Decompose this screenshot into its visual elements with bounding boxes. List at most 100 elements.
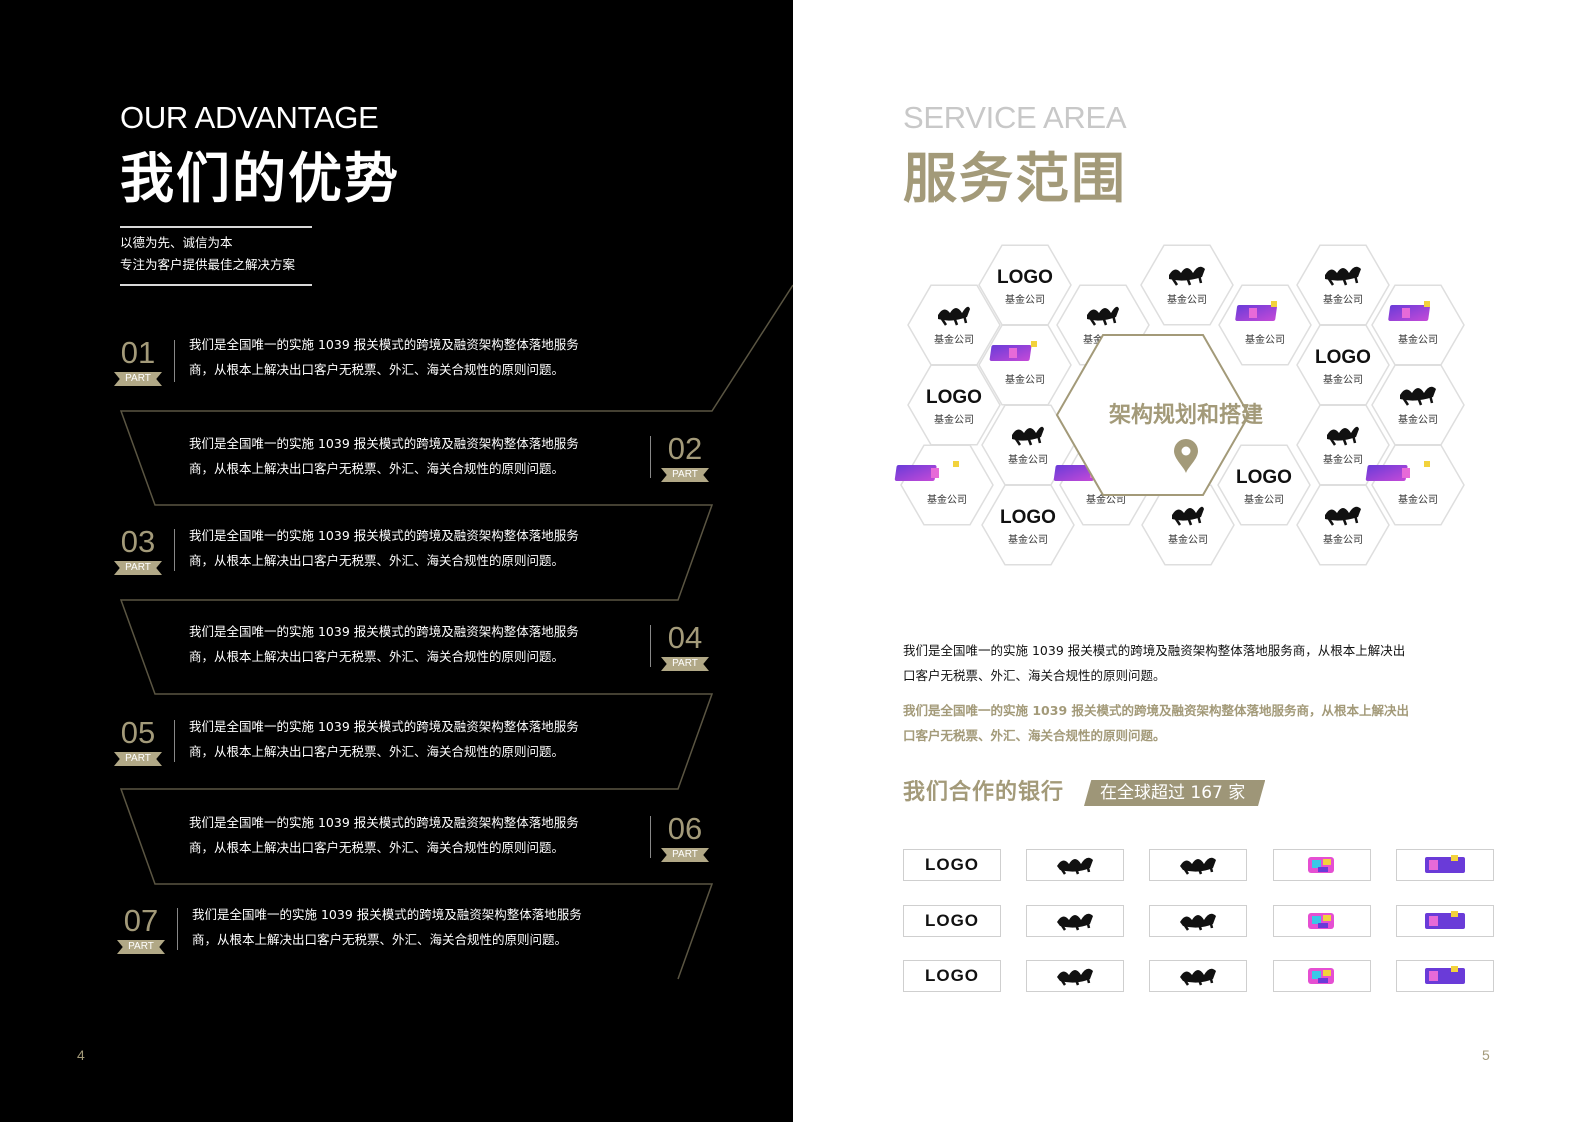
- hex-logo-text: LOGO: [1315, 347, 1371, 368]
- item-divider: [650, 436, 651, 478]
- hex-caption: 基金公司: [1008, 453, 1048, 466]
- bank-logo-tile: [1149, 960, 1247, 992]
- fund-company-hexagon: 基金公司: [1296, 484, 1390, 566]
- item-part-tag: PART: [661, 657, 709, 671]
- purple-brand-mark: [1388, 301, 1431, 321]
- hex-caption: 基金公司: [1398, 413, 1438, 426]
- page-title-cn: 我们的优势: [120, 147, 400, 210]
- hex-logo-text: LOGO: [1236, 467, 1292, 488]
- item-number: 01: [120, 335, 156, 370]
- item-text: 我们是全国唯一的实施 1039 报关模式的跨境及融资架构整体落地服务 商，从根本…: [189, 431, 659, 481]
- bank-logo-text: LOGO: [924, 911, 980, 930]
- bank-logo-tile: [1026, 960, 1124, 992]
- brush-brand-mark: [1053, 854, 1097, 876]
- page-title-en: SERVICE AREA: [903, 100, 1127, 135]
- item-text-line-1: 我们是全国唯一的实施 1039 报关模式的跨境及融资架构整体落地服务: [189, 528, 579, 543]
- brush-brand-mark: [1327, 426, 1359, 446]
- hex-caption: 基金公司: [1244, 493, 1284, 506]
- fund-company-hexagon: LOGO 基金公司: [907, 364, 1001, 446]
- purple-brand-mark: [1365, 461, 1430, 481]
- fund-company-hexagon: LOGO 基金公司: [1217, 444, 1311, 526]
- lead-line-1: 以德为先、诚信为本: [120, 235, 233, 250]
- item-text-line-1: 我们是全国唯一的实施 1039 报关模式的跨境及融资架构整体落地服务: [189, 436, 579, 451]
- center-label: 架构规划和搭建: [1109, 402, 1263, 428]
- bank-logo-tile: LOGO: [903, 849, 1001, 881]
- purple-brand-mark: [1235, 301, 1278, 321]
- brush-brand-mark: [1176, 965, 1220, 987]
- highlight-paragraph-line-1: 我们是全国唯一的实施 1039 报关模式的跨境及融资架构整体落地服务商，从根本上…: [903, 703, 1409, 718]
- hex-caption: 基金公司: [1398, 493, 1438, 506]
- item-text-line-1: 我们是全国唯一的实施 1039 报关模式的跨境及融资架构整体落地服务: [189, 624, 579, 639]
- intro-paragraph-line-2: 口客户无税票、外汇、海关合规性的原则问题。: [903, 668, 1166, 683]
- item-divider: [650, 816, 651, 858]
- highlight-paragraph-line-2: 口客户无税票、外汇、海关合规性的原则问题。: [903, 728, 1166, 743]
- brush-brand-mark: [1176, 854, 1220, 876]
- item-part-tag: PART: [661, 848, 709, 862]
- fund-company-hexagon: 基金公司: [1218, 284, 1312, 366]
- item-text-line-2: 商，从根本上解决出口客户无税票、外汇、海关合规性的原则问题。: [189, 744, 565, 759]
- hex-caption: 基金公司: [1005, 293, 1045, 306]
- item-divider: [174, 529, 175, 571]
- item-number: 07: [123, 903, 159, 938]
- brush-brand-mark: [1012, 426, 1044, 446]
- hex-caption: 基金公司: [934, 413, 974, 426]
- page-number: 4: [77, 1047, 85, 1063]
- purple-brand-mark: [1421, 854, 1469, 876]
- fund-company-hexagon: 基金公司: [1296, 244, 1390, 326]
- location-pin-icon: [1174, 439, 1198, 473]
- item-number: 05: [120, 715, 156, 750]
- item-text-line-2: 商，从根本上解决出口客户无税票、外汇、海关合规性的原则问题。: [189, 461, 565, 476]
- bank-logo-tile: [1273, 849, 1371, 881]
- lead-bottom-rule: [120, 284, 312, 286]
- fund-company-hexagon: 基金公司: [1365, 444, 1465, 526]
- bank-logo-text: LOGO: [924, 855, 980, 874]
- item-text-line-2: 商，从根本上解决出口客户无税票、外汇、海关合规性的原则问题。: [192, 932, 568, 947]
- item-part-tag: PART: [117, 940, 165, 954]
- hex-caption: 基金公司: [1086, 493, 1126, 506]
- hex-caption: 基金公司: [1323, 533, 1363, 546]
- fund-company-hexagon: 基金公司: [978, 324, 1072, 406]
- bank-logo-tile: [1396, 905, 1494, 937]
- item-number: 03: [120, 524, 156, 559]
- left-page: OUR ADVANTAGE 我们的优势 以德为先、诚信为本 专注为客户提供最佳之…: [0, 0, 793, 1122]
- hex-caption: 基金公司: [1323, 373, 1363, 386]
- brush-brand-mark: [1325, 506, 1361, 526]
- brush-brand-mark: [1400, 386, 1436, 406]
- bank-logo-tile: LOGO: [903, 960, 1001, 992]
- purple-brand-mark: [1421, 965, 1469, 987]
- item-text-line-1: 我们是全国唯一的实施 1039 报关模式的跨境及融资架构整体落地服务: [192, 907, 582, 922]
- item-text-line-2: 商，从根本上解决出口客户无税票、外汇、海关合规性的原则问题。: [189, 362, 565, 377]
- fund-company-hexagon: 基金公司: [1140, 244, 1234, 326]
- item-text-line-1: 我们是全国唯一的实施 1039 报关模式的跨境及融资架构整体落地服务: [189, 815, 579, 830]
- hex-caption: 基金公司: [934, 333, 974, 346]
- service-honeycomb: 基金公司LOGO基金公司基金公司基金公司基金公司基金公司基金公司基金公司LOGO…: [894, 244, 1465, 566]
- center-hexagon: 架构规划和搭建: [1055, 334, 1263, 496]
- colorful-brand-mark: [1300, 910, 1344, 932]
- hex-caption: 基金公司: [1167, 293, 1207, 306]
- bank-logo-tile: [1026, 905, 1124, 937]
- fund-company-hexagon: 基金公司: [1371, 284, 1465, 366]
- hex-caption: 基金公司: [1323, 293, 1363, 306]
- purple-brand-mark: [1421, 910, 1469, 932]
- item-number: 04: [667, 620, 703, 655]
- bank-logo-text: LOGO: [924, 966, 980, 985]
- item-text: 我们是全国唯一的实施 1039 报关模式的跨境及融资架构整体落地服务 商，从根本…: [189, 332, 659, 382]
- brush-brand-mark: [1169, 266, 1205, 286]
- fund-company-hexagon: LOGO 基金公司: [1296, 324, 1390, 406]
- item-text: 我们是全国唯一的实施 1039 报关模式的跨境及融资架构整体落地服务 商，从根本…: [189, 619, 659, 669]
- hex-logo-text: LOGO: [926, 387, 982, 408]
- bank-logo-tile: [1149, 905, 1247, 937]
- purple-brand-mark: [989, 341, 1037, 361]
- hex-caption: 基金公司: [1245, 333, 1285, 346]
- item-text-line-2: 商，从根本上解决出口客户无税票、外汇、海关合规性的原则问题。: [189, 553, 565, 568]
- item-divider: [174, 340, 175, 382]
- item-number: 02: [667, 431, 703, 466]
- bank-logo-tile: [1026, 849, 1124, 881]
- page-title-cn: 服务范围: [903, 147, 1127, 210]
- hex-caption: 基金公司: [1398, 333, 1438, 346]
- item-text: 我们是全国唯一的实施 1039 报关模式的跨境及融资架构整体落地服务 商，从根本…: [189, 523, 659, 573]
- hex-logo-text: LOGO: [1000, 507, 1056, 528]
